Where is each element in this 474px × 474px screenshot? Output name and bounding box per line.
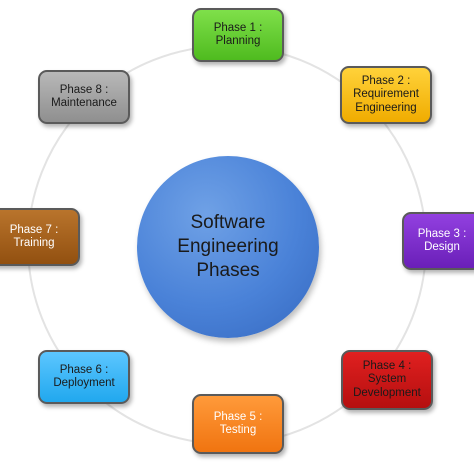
phase-5-title: Phase 5 : (213, 410, 263, 423)
center-line: Software (190, 212, 266, 233)
phase-5-name: Testing (219, 424, 257, 436)
phase-6-name: Deployment (53, 377, 115, 389)
phase-2-name-line-1: Requirement (353, 88, 419, 101)
center-line: Phases (196, 260, 260, 281)
center-label: Software Engineering Phases (163, 211, 293, 283)
phase-1-name: Planning (215, 35, 261, 47)
phase-7-box: Phase 7 : Training (0, 208, 80, 266)
center-line: Engineering (177, 236, 279, 257)
phase-6-title: Phase 6 : (59, 363, 109, 376)
center-node: Software Engineering Phases (137, 156, 319, 338)
phase-7-name: Training (13, 237, 55, 249)
phase-3-box: Phase 3 : Design (402, 212, 474, 270)
phase-1-box: Phase 1 : Planning (192, 8, 284, 62)
phase-8-title: Phase 8 : (59, 83, 109, 96)
phase-4-name-line-1: System (367, 373, 407, 386)
phase-6-box: Phase 6 : Deployment (38, 350, 130, 404)
phase-3-title: Phase 3 : (417, 227, 467, 240)
phase-8-box: Phase 8 : Maintenance (38, 70, 130, 124)
phase-3-name: Design (424, 241, 460, 253)
phase-5-box: Phase 5 : Testing (192, 394, 284, 454)
phase-8-name: Maintenance (51, 97, 117, 109)
phase-2-box: Phase 2 : Requirement Engineering (340, 66, 432, 124)
phase-1-title: Phase 1 : (213, 21, 263, 34)
phase-2-name-line-2: Engineering (355, 101, 417, 114)
phase-7-title: Phase 7 : (9, 223, 59, 236)
phase-2-title: Phase 2 : (361, 74, 411, 87)
phase-4-title: Phase 4 : (362, 359, 412, 372)
phase-4-box: Phase 4 : System Development (341, 350, 433, 410)
phase-4-name-line-2: Development (353, 386, 421, 399)
